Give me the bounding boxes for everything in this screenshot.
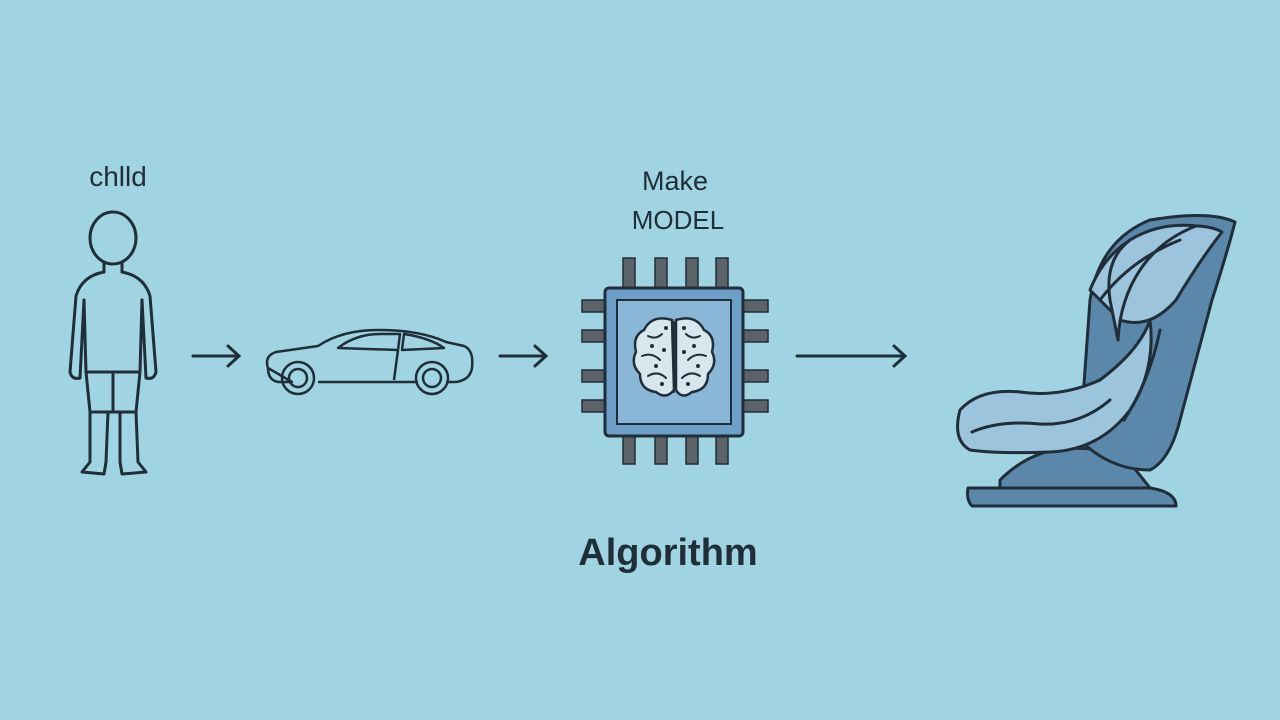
car-seat-icon bbox=[956, 214, 1237, 508]
child-icon bbox=[68, 210, 158, 476]
car-icon bbox=[265, 328, 474, 396]
child-label: chlld bbox=[89, 161, 147, 192]
algorithm-label: Algorithm bbox=[578, 532, 757, 574]
arrow-right-icon bbox=[191, 344, 242, 368]
chip-brain-icon bbox=[581, 257, 769, 465]
arrow-right-icon bbox=[498, 344, 549, 368]
model-label: MODEL bbox=[632, 205, 724, 235]
arrow-right-icon bbox=[795, 344, 908, 368]
make-label: Make bbox=[642, 166, 708, 196]
